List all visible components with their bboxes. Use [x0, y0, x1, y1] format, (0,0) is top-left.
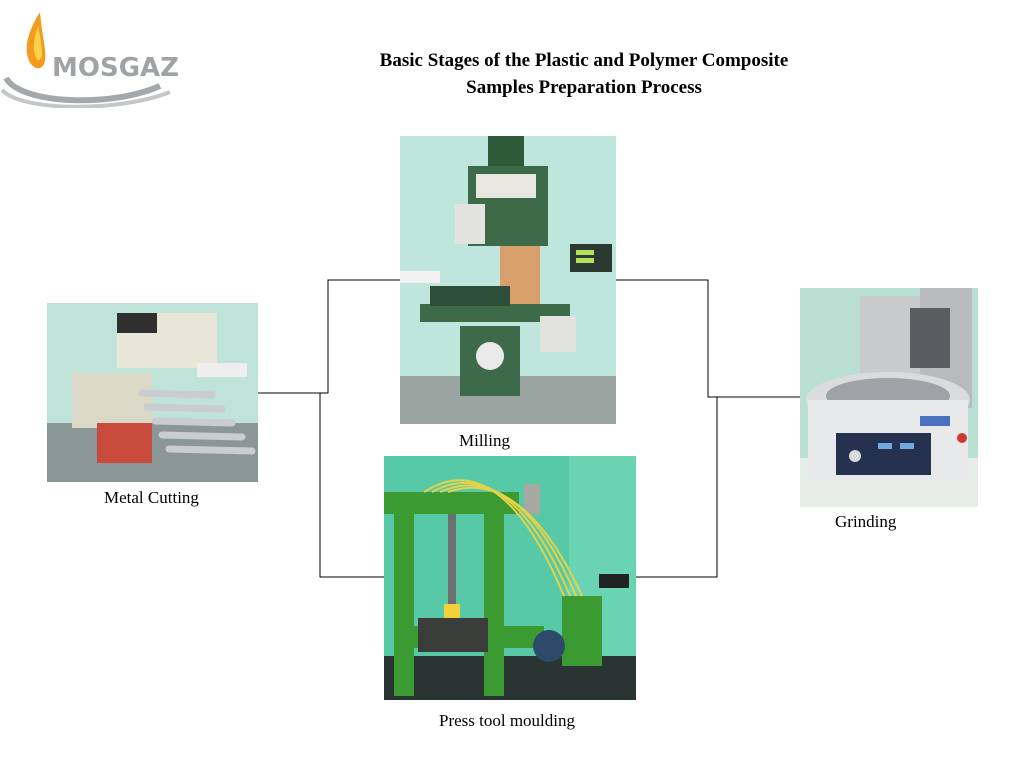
title-line-2: Samples Preparation Process — [466, 77, 702, 98]
metal-cutting-photo — [47, 303, 258, 482]
milling-label: Milling — [459, 431, 511, 450]
title-line-1: Basic Stages of the Plastic and Polymer … — [379, 50, 789, 71]
mosgaz-logo: MOSGAZ — [0, 8, 225, 109]
milling-photo — [400, 136, 616, 424]
metal-cutting-label: Metal Cutting — [104, 488, 199, 507]
grinding-label: Grinding — [835, 512, 897, 531]
press-moulding-label: Press tool moulding — [439, 711, 576, 730]
grinding-photo — [800, 288, 978, 507]
page-title: Basic Stages of the Plastic and Polymer … — [300, 47, 868, 101]
logo-wordmark: MOSGAZ — [52, 53, 179, 83]
press-moulding-photo — [384, 456, 636, 700]
